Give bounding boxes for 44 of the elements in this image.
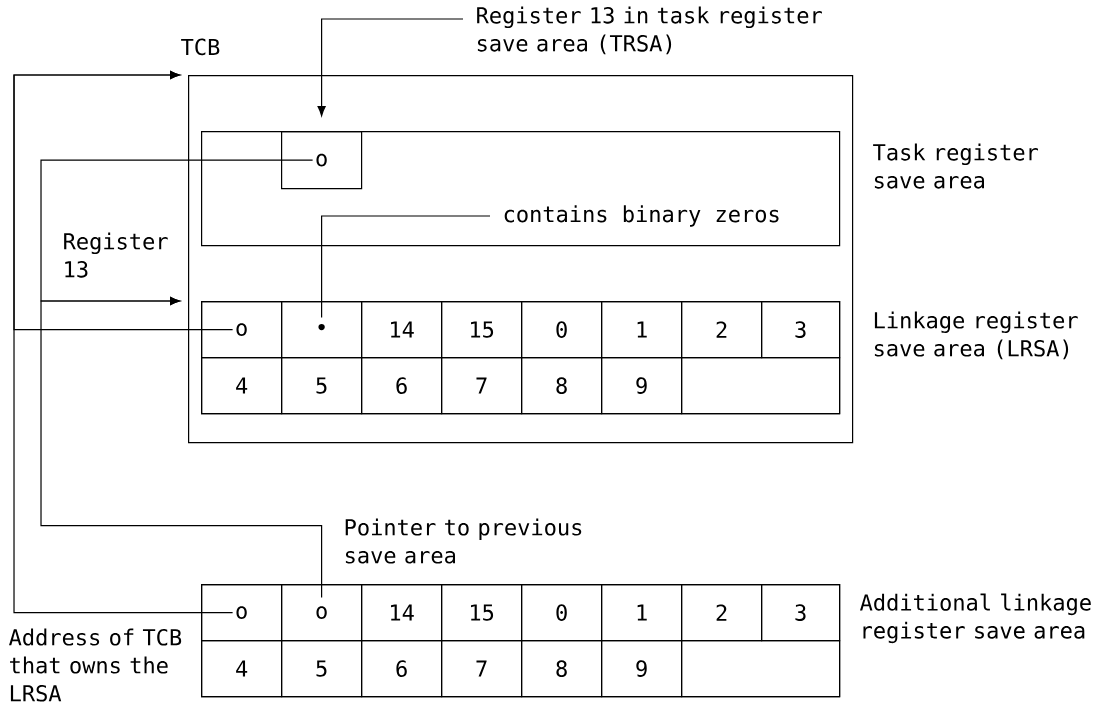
table-cell: 14 <box>361 301 443 359</box>
table-cell: 6 <box>361 357 443 415</box>
table-cell: 15 <box>441 301 523 359</box>
arrow <box>13 70 234 614</box>
table-cell: 1 <box>601 301 683 359</box>
side-label: Linkage register save area (LRSA) <box>874 311 1078 360</box>
annotation-text: Register 13 <box>64 232 168 278</box>
table-cell: 9 <box>601 640 683 698</box>
table-cell: 0 <box>521 584 603 642</box>
table-cell: 8 <box>521 357 603 415</box>
table-cell <box>681 640 841 698</box>
table-cell: 1 <box>601 584 683 642</box>
table-cell: o <box>281 584 363 642</box>
table-cell: 8 <box>521 640 603 698</box>
callout-text: Register 13 in task register save area (TRSA) <box>477 6 822 55</box>
table-cell: 5 <box>281 640 363 698</box>
arrow <box>40 296 323 599</box>
table-cell: 3 <box>761 584 841 642</box>
box-heading: TCB <box>181 38 220 56</box>
table-cell: 14 <box>361 584 443 642</box>
table-cell: 9 <box>601 357 683 415</box>
leader-line <box>317 18 464 117</box>
table-cell: 5 <box>281 357 363 415</box>
table-cell: 4 <box>201 357 283 415</box>
table-cell <box>681 357 841 415</box>
table-cell: 7 <box>441 640 523 698</box>
table-cell: 2 <box>681 301 763 359</box>
callout-text: contains binary zeros <box>504 205 779 227</box>
side-label: Additional linkage register save area <box>860 593 1091 644</box>
table-cell: o <box>201 584 283 642</box>
table-cell: 0 <box>521 301 603 359</box>
side-label: Task register save area <box>873 143 1038 189</box>
table-cell: 4 <box>201 640 283 698</box>
table-cell: 2 <box>681 584 763 642</box>
leader-line <box>321 215 491 319</box>
table-cell: 7 <box>441 357 523 415</box>
table-cell: o <box>201 301 283 359</box>
table-cell: 15 <box>441 584 523 642</box>
table-cell: 3 <box>761 301 841 359</box>
annotation-text: Address of TCB that owns the LRSA <box>9 628 182 702</box>
annotation-text: Pointer to previous save area <box>345 518 582 564</box>
table-cell: 6 <box>361 640 443 698</box>
table-cell: • <box>281 301 363 359</box>
table-cell: o <box>281 131 363 190</box>
